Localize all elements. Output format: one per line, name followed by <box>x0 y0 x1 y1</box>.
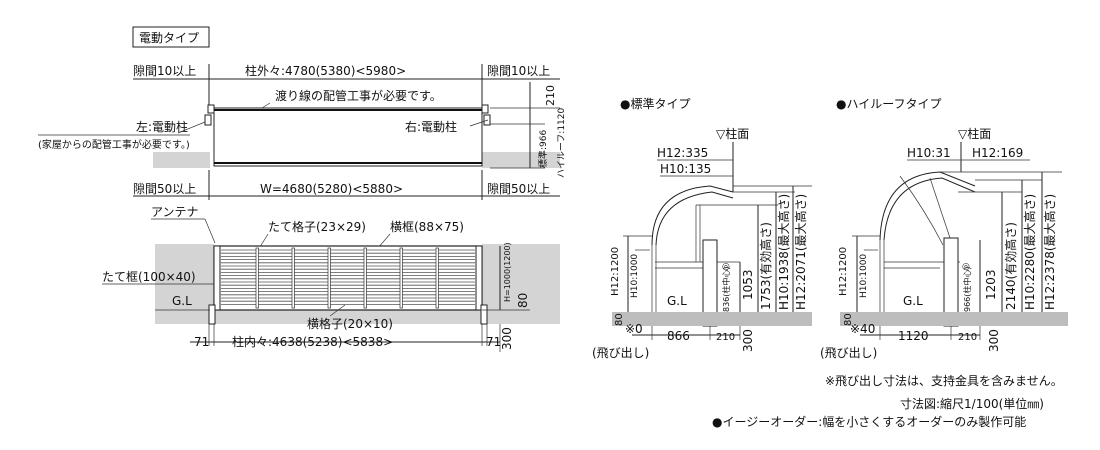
standard-866: 866 <box>667 329 690 343</box>
highroof-h10: H10:31 <box>907 146 951 160</box>
top-view: 隙間10以上 隙間10以上 柱外々:4780(5380)<5980> 渡り線の配… <box>38 63 567 200</box>
highroof-title: ●ハイルーフタイプ <box>836 97 942 111</box>
standard-mark-0: ※0 <box>625 322 643 336</box>
vertical-lattice-bar <box>291 247 295 309</box>
wiring-note: 渡り線の配管工事が必要です。 <box>275 88 442 103</box>
svg-text:◎: ◎ <box>722 262 730 272</box>
note-2: 寸法図:縮尺1/100(単位㎜) <box>900 396 1044 411</box>
gap-right-top: 隙間10以上 <box>487 64 550 78</box>
standard-h12-1200: H12:1200 <box>610 247 621 296</box>
gate-plan <box>213 107 483 167</box>
gap-left-bottom: 隙間50以上 <box>133 182 196 196</box>
standard-1053: 1053 <box>741 269 755 300</box>
standard-section: ●標準タイプ ▽柱面 H12:335 H10:135 ◎ G.L 80 H12:… <box>592 96 812 360</box>
note-1: ※飛び出し寸法は、支持金具を含みません。 <box>825 373 1063 388</box>
dim-80-front: 80 <box>516 293 530 308</box>
highroof-h10-max: H10:2280(最大高さ) <box>1022 194 1037 310</box>
standard-tobidashi: (飛び出し) <box>592 346 649 360</box>
dim-standard: 標準:966 <box>537 130 549 168</box>
highroof-gl: G.L <box>903 294 923 308</box>
highroof-h12-max: H12:2378(最大高さ) <box>1042 194 1057 310</box>
standard-h10-1000: H10:1000 <box>630 254 640 298</box>
left-post-note: (家屋からの配管工事が必要です。) <box>38 138 190 151</box>
vertical-frame-label: たて框(100×40) <box>102 270 196 284</box>
type-label: 電動タイプ <box>139 31 199 45</box>
horizontal-frame-label: 横框(88×75) <box>390 220 464 234</box>
h-label: H=1000(1200) <box>503 242 512 302</box>
standard-h10: H10:135 <box>660 162 711 176</box>
standard-pole-center: 836(柱中心) <box>721 266 731 312</box>
standard-210: 210 <box>716 332 735 343</box>
outer-width-label: 柱外々:4780(5380)<5980> <box>245 63 406 78</box>
highroof-h12: H12:169 <box>972 146 1023 160</box>
highroof-80: 80 <box>843 313 854 326</box>
standard-post-face: ▽柱面 <box>716 126 749 141</box>
standard-h12-max: H12:2071(最大高さ) <box>793 194 808 310</box>
left-post-label: 左:電動柱 <box>136 119 188 134</box>
vertical-lattice-label: たて格子(23×29) <box>268 219 366 234</box>
dim-71-right: 71 <box>486 335 501 349</box>
gate-slats <box>221 247 475 309</box>
highroof-1120: 1120 <box>898 329 929 343</box>
dim-highroof: ハイルーフ:1120 <box>557 108 567 178</box>
note-3: ●イージーオーダー:幅を小さくするオーダーのみ製作可能 <box>712 414 1026 429</box>
vertical-lattice-bar <box>255 247 259 309</box>
highroof-pole-center: 966(柱中心) <box>962 266 972 312</box>
antenna-label: アンテナ <box>151 205 199 219</box>
dim-300-front: 300 <box>500 327 514 350</box>
highroof-effective: 2140(有効高さ) <box>1003 222 1018 310</box>
standard-h10-max: H10:1938(最大高さ) <box>776 194 791 310</box>
highroof-post-face: ▽柱面 <box>958 126 991 141</box>
highroof-tobidashi: (飛び出し) <box>820 346 877 360</box>
vertical-lattice-bar <box>435 247 439 309</box>
inner-width-label: 柱内々:4638(5238)<5838> <box>232 334 393 349</box>
front-view: アンテナ たて格子(23×29) 横框(88×75) たて框(100×40) G… <box>102 205 560 352</box>
highroof-h10-1000: H10:1000 <box>859 254 869 298</box>
highroof-mark-40: ※40 <box>850 322 875 336</box>
svg-text:◎: ◎ <box>962 262 970 272</box>
gate-panel <box>213 245 483 311</box>
dim-210-top: 210 <box>544 85 557 106</box>
highroof-300: 300 <box>987 329 1001 352</box>
gap-left-top: 隙間10以上 <box>133 64 196 78</box>
highroof-section: ●ハイルーフタイプ ▽柱面 H10:31 H12:169 ◎ G.L 80 H1… <box>820 97 1068 360</box>
gl-label-front: G.L <box>172 294 192 308</box>
standard-title: ●標準タイプ <box>620 96 690 111</box>
highroof-h12-1200: H12:1200 <box>838 247 849 296</box>
width-label: W=4680(5280)<5880> <box>260 182 403 196</box>
vertical-lattice-bar <box>363 247 367 309</box>
highroof-1203: 1203 <box>984 269 998 300</box>
standard-effective: 1753(有効高さ) <box>758 222 773 310</box>
standard-h12: H12:335 <box>657 146 708 160</box>
standard-300: 300 <box>741 329 755 352</box>
vertical-lattice-bar <box>327 247 331 309</box>
vertical-lattice-bar <box>399 247 403 309</box>
dim-71-left: 71 <box>194 335 209 349</box>
highroof-210: 210 <box>958 332 977 343</box>
type-label-box <box>132 26 210 48</box>
right-post-label: 右:電動柱 <box>405 119 457 134</box>
horizontal-lattice-label: 横格子(20×10) <box>307 316 393 331</box>
gap-right-bottom: 隙間50以上 <box>487 182 550 196</box>
standard-80: 80 <box>614 313 625 326</box>
standard-gl: G.L <box>667 294 687 308</box>
